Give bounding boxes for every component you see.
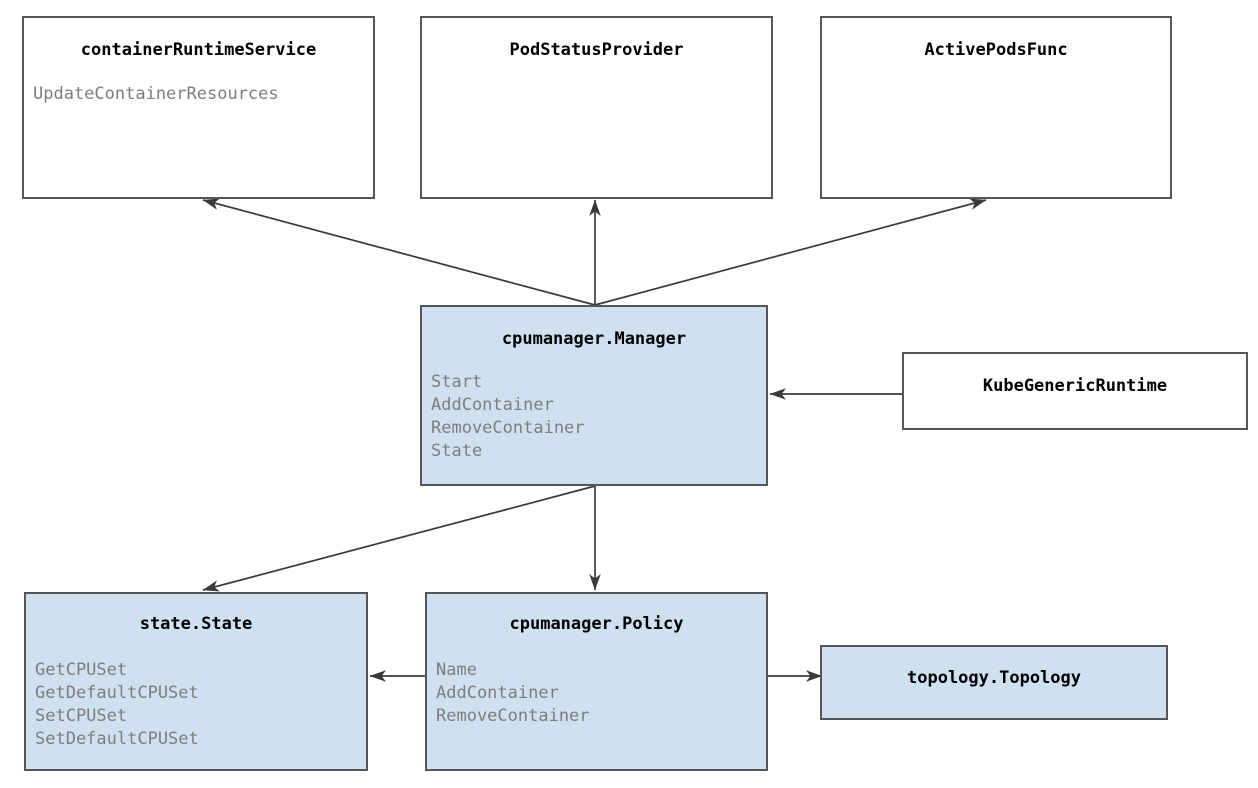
class-node-members: Name AddContainer RemoveContainer	[427, 659, 766, 728]
class-node-topology-topology[interactable]: topology.Topology	[820, 645, 1168, 720]
class-member: GetDefaultCPUSet	[35, 683, 199, 703]
class-node-members: UpdateContainerResources	[24, 83, 373, 106]
class-node-title: containerRuntimeService	[80, 40, 317, 60]
class-node-cpumanager-manager[interactable]: cpumanager.Manager Start AddContainer Re…	[420, 305, 768, 486]
class-node-members: Start AddContainer RemoveContainer State	[422, 371, 766, 463]
class-node-state-state[interactable]: state.State GetCPUSet GetDefaultCPUSet S…	[24, 592, 368, 771]
class-node-title: cpumanager.Policy	[509, 614, 684, 634]
class-member: SetCPUSet	[35, 706, 128, 726]
class-node-title: state.State	[139, 614, 253, 634]
class-node-kubegenericruntime[interactable]: KubeGenericRuntime	[902, 352, 1248, 430]
edge-manager-to-statestate	[202, 485, 596, 592]
class-member: SetDefaultCPUSet	[35, 729, 199, 749]
class-member: Name	[436, 660, 477, 680]
class-node-title: topology.Topology	[907, 668, 1081, 688]
class-member: GetCPUSet	[35, 660, 128, 680]
class-node-title: KubeGenericRuntime	[982, 376, 1168, 396]
edge-manager-to-activepodsfunc	[594, 198, 987, 306]
class-node-title: cpumanager.Manager	[501, 329, 687, 349]
class-node-podstatusprovider[interactable]: PodStatusProvider	[420, 16, 773, 199]
class-node-members: GetCPUSet GetDefaultCPUSet SetCPUSet Set…	[26, 659, 366, 751]
class-node-title: ActivePodsFunc	[924, 40, 1068, 60]
edge-manager-to-containerruntimeservice	[202, 198, 596, 306]
class-node-title: PodStatusProvider	[509, 40, 684, 60]
class-member: State	[431, 441, 483, 461]
class-node-containerruntimeservice[interactable]: containerRuntimeService UpdateContainerR…	[22, 16, 375, 199]
class-member: RemoveContainer	[436, 706, 590, 726]
class-member: AddContainer	[436, 683, 559, 703]
class-member: RemoveContainer	[431, 418, 585, 438]
class-node-activepodsfunc[interactable]: ActivePodsFunc	[820, 16, 1172, 199]
class-member: Start	[431, 372, 483, 392]
class-member: UpdateContainerResources	[33, 84, 279, 104]
class-node-cpumanager-policy[interactable]: cpumanager.Policy Name AddContainer Remo…	[425, 592, 768, 771]
class-member: AddContainer	[431, 395, 554, 415]
